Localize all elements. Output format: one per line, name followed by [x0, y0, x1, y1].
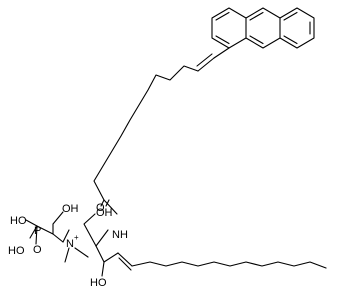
label-oh-top: OH [62, 203, 79, 215]
label-n-plus: N [66, 238, 74, 250]
anthracene-rings [211, 7, 315, 49]
label-n-charge: + [74, 233, 79, 242]
sphingosine-backbone [83, 213, 327, 277]
label-ho-p-bottom: HO [8, 245, 25, 257]
alkenyl-chain [93, 47, 230, 201]
label-o-p: O [33, 244, 42, 256]
label-nh: NH [112, 229, 128, 241]
label-ho-lower: HO [90, 277, 107, 289]
headgroup [25, 211, 89, 263]
label-o-amide: O [96, 202, 105, 214]
amide-carbonyl [100, 199, 118, 215]
label-oh-mid: OH [96, 207, 113, 219]
label-p: P [34, 225, 41, 237]
label-ho-p-top: HO [10, 215, 27, 227]
atom-labels: OH HO P HO O N + OH O NH HO [8, 202, 128, 289]
